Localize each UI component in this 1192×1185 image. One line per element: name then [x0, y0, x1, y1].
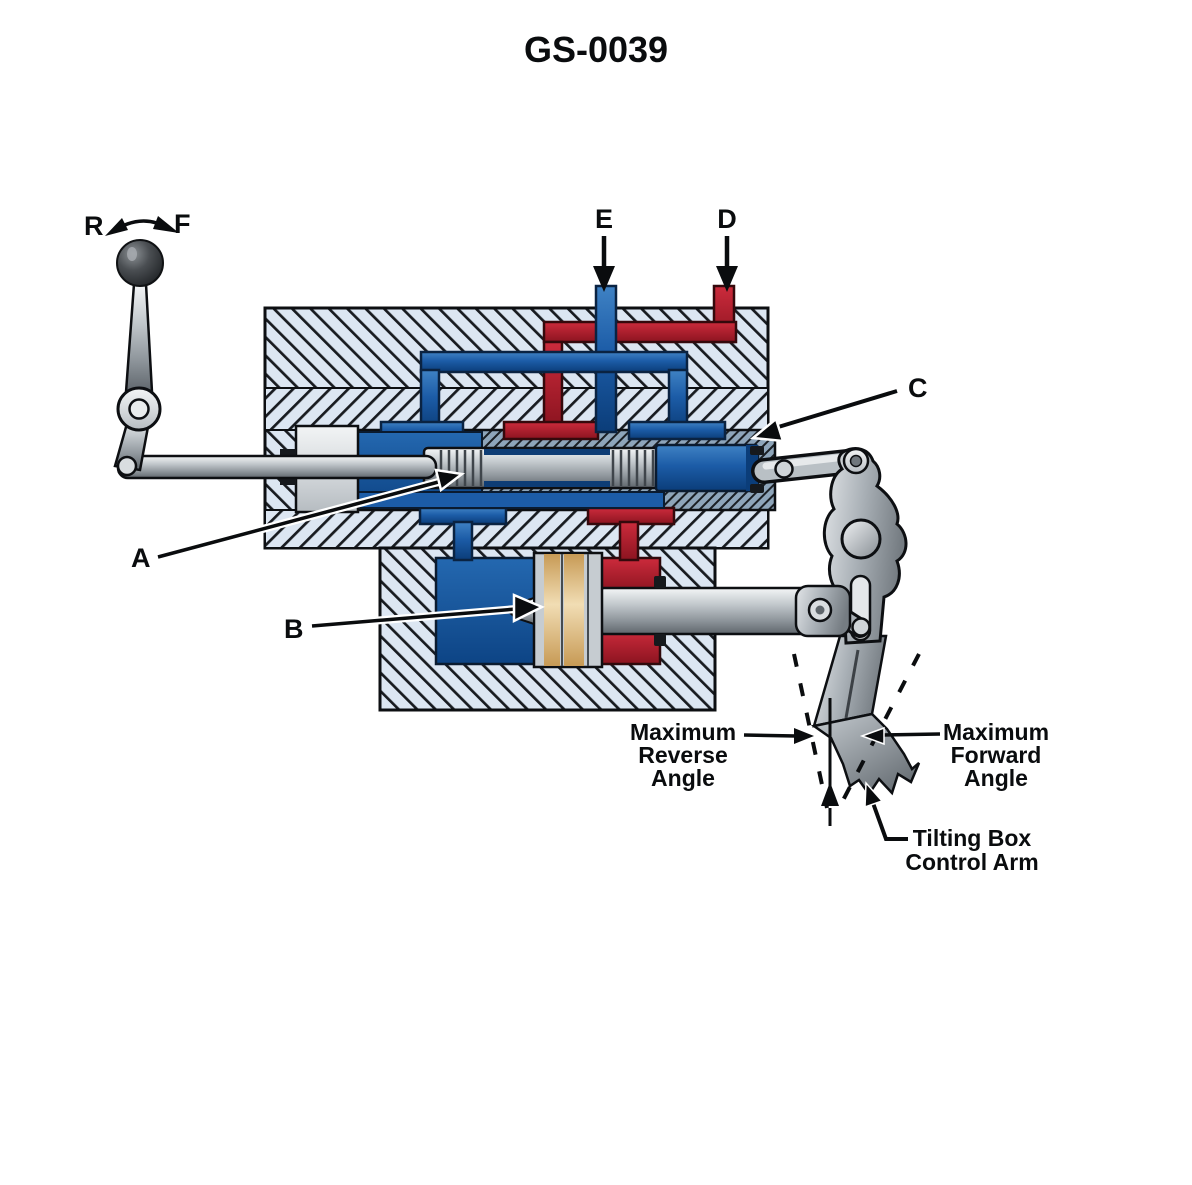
max-forward-line3: Angle [964, 765, 1028, 791]
spool-neck-port [484, 481, 610, 487]
piston-tan-band [564, 554, 584, 666]
callout-d-arrowhead [716, 266, 738, 292]
linkage [751, 447, 921, 797]
lever-push-rod [116, 454, 438, 480]
arm-slot-line [844, 649, 860, 719]
servo-cylinder [378, 546, 818, 712]
rod-seal [280, 478, 296, 485]
callout-a-arrowhead [434, 468, 466, 493]
max-forward-line2: Forward [951, 742, 1042, 768]
callout-b-arrowhead [512, 593, 545, 624]
callout-c-leader [774, 389, 898, 430]
max-reverse-line1: Maximum [630, 719, 736, 745]
link-seal [750, 446, 764, 455]
lever-knob [116, 239, 164, 287]
spool-rib-right [611, 450, 655, 486]
tilting-box-arrowhead [864, 781, 884, 809]
max-forward-leader [881, 732, 941, 737]
callout-b-leader [311, 607, 517, 628]
control-lever: R F [84, 209, 438, 480]
callouts: E D C A B [131, 204, 928, 644]
reverse-angle-dashed-line [792, 653, 829, 809]
piston-tan-band [544, 554, 560, 666]
max-reverse-line2: Reverse [638, 742, 728, 768]
figure-title: GS-0039 [524, 29, 668, 70]
neutral-up-arrowhead [821, 782, 839, 806]
tilting-arm-upper [812, 634, 888, 728]
lever-pivot-hole [128, 398, 150, 420]
servo-piston-rod [596, 586, 818, 636]
angle-annotations [792, 653, 921, 826]
callout-a-leader [157, 479, 443, 559]
knob-highlight [127, 247, 137, 261]
lever-pin [116, 455, 138, 477]
valve-housing-bottom-band [264, 509, 769, 549]
tilting-arm-foot [810, 712, 921, 797]
crank-main-hole [840, 518, 882, 560]
callout-d: D [717, 204, 737, 234]
rod-seal [654, 634, 666, 646]
callout-e-arrowhead [593, 266, 615, 292]
max-reverse-arrowhead [794, 728, 814, 744]
rod-seal [280, 449, 296, 456]
label-forward: F [174, 209, 191, 239]
text-annotations: Maximum Reverse Angle Maximum Forward An… [630, 719, 1049, 875]
callout-e: E [595, 204, 613, 234]
link-seal [750, 484, 764, 493]
max-forward-arrowhead [859, 726, 885, 746]
spool-blue-end [654, 443, 760, 493]
rod-seal [654, 576, 666, 588]
label-reverse: R [84, 211, 104, 241]
max-reverse-leader [743, 733, 797, 738]
spool-assembly [280, 424, 764, 514]
callout-c: C [908, 373, 928, 403]
spool-neck-port [484, 449, 610, 455]
tilting-box-line2: Control Arm [905, 849, 1038, 875]
clevis-pin-hole [815, 605, 825, 615]
slot-pin [851, 617, 871, 637]
lever-shaft [124, 282, 154, 394]
max-forward-line1: Maximum [943, 719, 1049, 745]
upper-link-pin [774, 459, 794, 479]
callout-b: B [284, 614, 304, 644]
tilting-box-leader [871, 802, 908, 841]
callout-a: A [131, 543, 151, 573]
tilting-box-line1: Tilting Box [913, 825, 1032, 851]
arc-arrowhead-right [153, 216, 179, 233]
arc-arrowhead-left [105, 218, 128, 236]
max-reverse-line3: Angle [651, 765, 715, 791]
crank-top-pin-hole [849, 454, 863, 468]
callout-c-arrowhead [749, 416, 785, 443]
